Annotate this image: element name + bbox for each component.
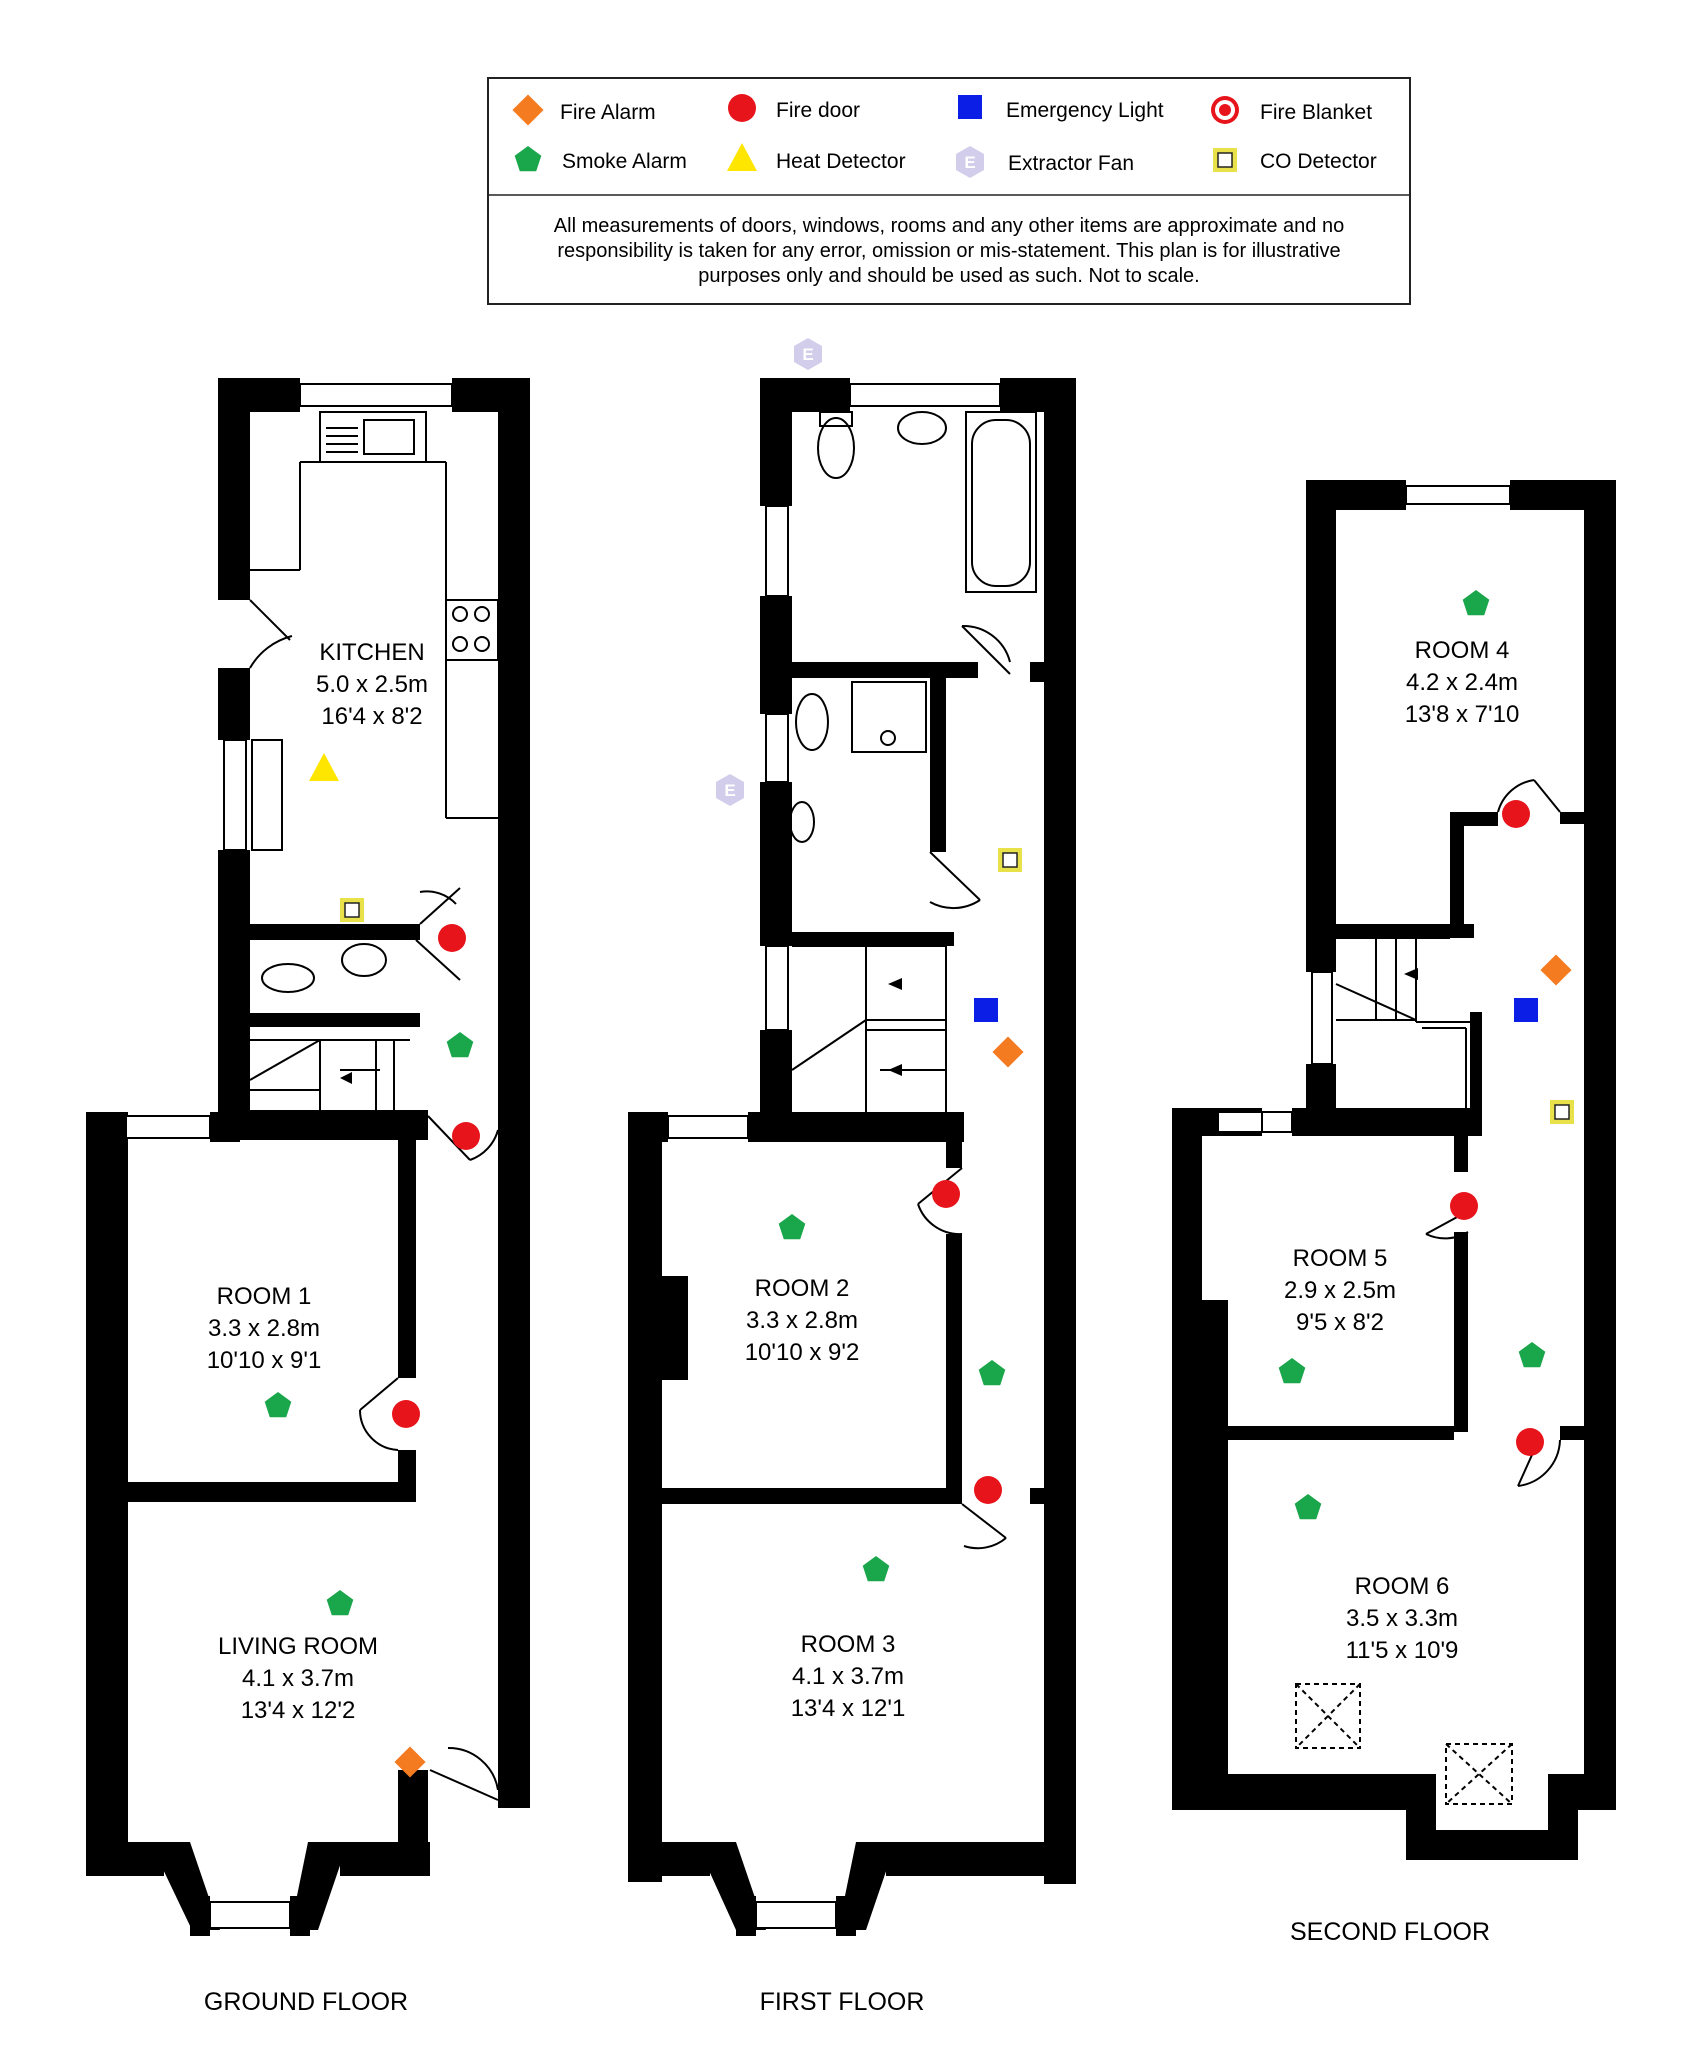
living-room-metric: 4.1 x 3.7m: [242, 1665, 354, 1692]
landing2-co-detector-icon: [1549, 1099, 1575, 1125]
disclaimer-line-1: All measurements of doors, windows, room…: [554, 215, 1344, 237]
second-floor-plan: [1172, 480, 1616, 1860]
landing-smoke-alarm-icon: [978, 1360, 1006, 1386]
kitchen-co-detector-icon: [339, 897, 365, 923]
ground-floor-plan: [86, 378, 530, 1936]
living-room-name: LIVING ROOM: [218, 1633, 378, 1660]
room3-smoke-alarm-icon: [862, 1556, 890, 1582]
room6-fire-door-icon: [1516, 1428, 1544, 1456]
room6-name: ROOM 6: [1355, 1573, 1450, 1600]
kitchen-metric: 5.0 x 2.5m: [316, 671, 428, 698]
disclaimer-line-2: responsibility is taken for any error, o…: [557, 240, 1340, 262]
fire-door-icon: [728, 94, 756, 122]
kitchen-heat-detector-icon: [309, 753, 339, 781]
landing2-emergency-light-icon: [1514, 998, 1538, 1022]
legend-co-detector-label: CO Detector: [1260, 150, 1377, 173]
legend-fire-alarm-label: Fire Alarm: [560, 101, 656, 124]
first-floor-walls: [628, 378, 1076, 1936]
legend-extractor-fan-label: Extractor Fan: [1008, 152, 1134, 175]
room6-smoke-alarm-icon: [1294, 1494, 1322, 1520]
room2-smoke-alarm-icon: [778, 1214, 806, 1240]
landing-fire-alarm-icon: [992, 1036, 1024, 1068]
room3-name: ROOM 3: [801, 1631, 896, 1658]
ground-floor-windows: [125, 383, 453, 1929]
fire-blanket-icon: [1211, 96, 1239, 124]
second-floor-label: SECOND FLOOR: [1290, 1918, 1490, 1946]
landing2-fire-alarm-icon: [1540, 954, 1572, 986]
second-floor-windows: [1217, 485, 1511, 1133]
bathroom-extractor-fan-icon: [794, 338, 822, 370]
landing2-smoke-alarm-icon: [1518, 1342, 1546, 1368]
room2-imperial: 10'10 x 9'2: [745, 1339, 860, 1366]
kitchen-fire-door-icon: [438, 924, 466, 952]
second-floor-fixtures: [1295, 779, 1561, 1805]
legend-heat-detector-label: Heat Detector: [776, 150, 906, 173]
room2-name: ROOM 2: [755, 1275, 850, 1302]
legend-emergency-light-label: Emergency Light: [1006, 99, 1164, 122]
first-floor-windows: [667, 383, 1001, 1929]
legend-fire-door-label: Fire door: [776, 99, 860, 122]
hall-smoke-alarm-icon: [446, 1032, 474, 1058]
disclaimer-line-3: purposes only and should be used as such…: [698, 265, 1199, 287]
room1-imperial: 10'10 x 9'1: [207, 1347, 322, 1374]
wc-extractor-fan-icon: [716, 774, 744, 806]
living-room-imperial: 13'4 x 12'2: [241, 1697, 356, 1724]
first-floor-label: FIRST FLOOR: [760, 1988, 925, 2016]
landing-co-detector-icon: [997, 847, 1023, 873]
room1-metric: 3.3 x 2.8m: [208, 1315, 320, 1342]
co-detector-icon: [1212, 147, 1238, 173]
room1-smoke-alarm-icon: [264, 1392, 292, 1418]
room5-imperial: 9'5 x 8'2: [1296, 1309, 1384, 1336]
room5-fire-door-icon: [1450, 1192, 1478, 1220]
kitchen-imperial: 16'4 x 8'2: [321, 703, 422, 730]
room5-smoke-alarm-icon: [1278, 1358, 1306, 1384]
room4-metric: 4.2 x 2.4m: [1406, 669, 1518, 696]
living-smoke-alarm-icon: [326, 1590, 354, 1616]
room3-metric: 4.1 x 3.7m: [792, 1663, 904, 1690]
room4-smoke-alarm-icon: [1462, 590, 1490, 616]
room2-fire-door-icon: [932, 1180, 960, 1208]
room4-name: ROOM 4: [1415, 637, 1510, 664]
room6-metric: 3.5 x 3.3m: [1346, 1605, 1458, 1632]
legend-box: [487, 77, 1411, 305]
room6-imperial: 11'5 x 10'9: [1346, 1637, 1459, 1664]
room4-imperial: 13'8 x 7'10: [1405, 701, 1520, 728]
ground-floor-fixtures: [249, 411, 499, 1801]
kitchen-name: KITCHEN: [319, 639, 424, 666]
second-floor-walls: [1172, 480, 1616, 1860]
room3-imperial: 13'4 x 12'1: [791, 1695, 906, 1722]
legend-smoke-alarm-label: Smoke Alarm: [562, 150, 687, 173]
legend-fire-blanket-label: Fire Blanket: [1260, 101, 1372, 124]
landing-emergency-light-icon: [974, 998, 998, 1022]
room2-metric: 3.3 x 2.8m: [746, 1307, 858, 1334]
first-floor-fixtures: [789, 411, 1037, 1550]
ground-floor-label: GROUND FLOOR: [204, 1988, 408, 2016]
first-floor-plan: [628, 378, 1076, 1936]
room5-name: ROOM 5: [1293, 1245, 1388, 1272]
room3-fire-door-icon: [974, 1476, 1002, 1504]
room1-fire-door-icon: [392, 1400, 420, 1428]
room1-name: ROOM 1: [217, 1283, 312, 1310]
emergency-light-icon: [958, 95, 982, 119]
room4-fire-door-icon: [1502, 800, 1530, 828]
room5-metric: 2.9 x 2.5m: [1284, 1277, 1396, 1304]
ground-floor-walls: [86, 378, 530, 1936]
hall-fire-door-icon: [452, 1122, 480, 1150]
